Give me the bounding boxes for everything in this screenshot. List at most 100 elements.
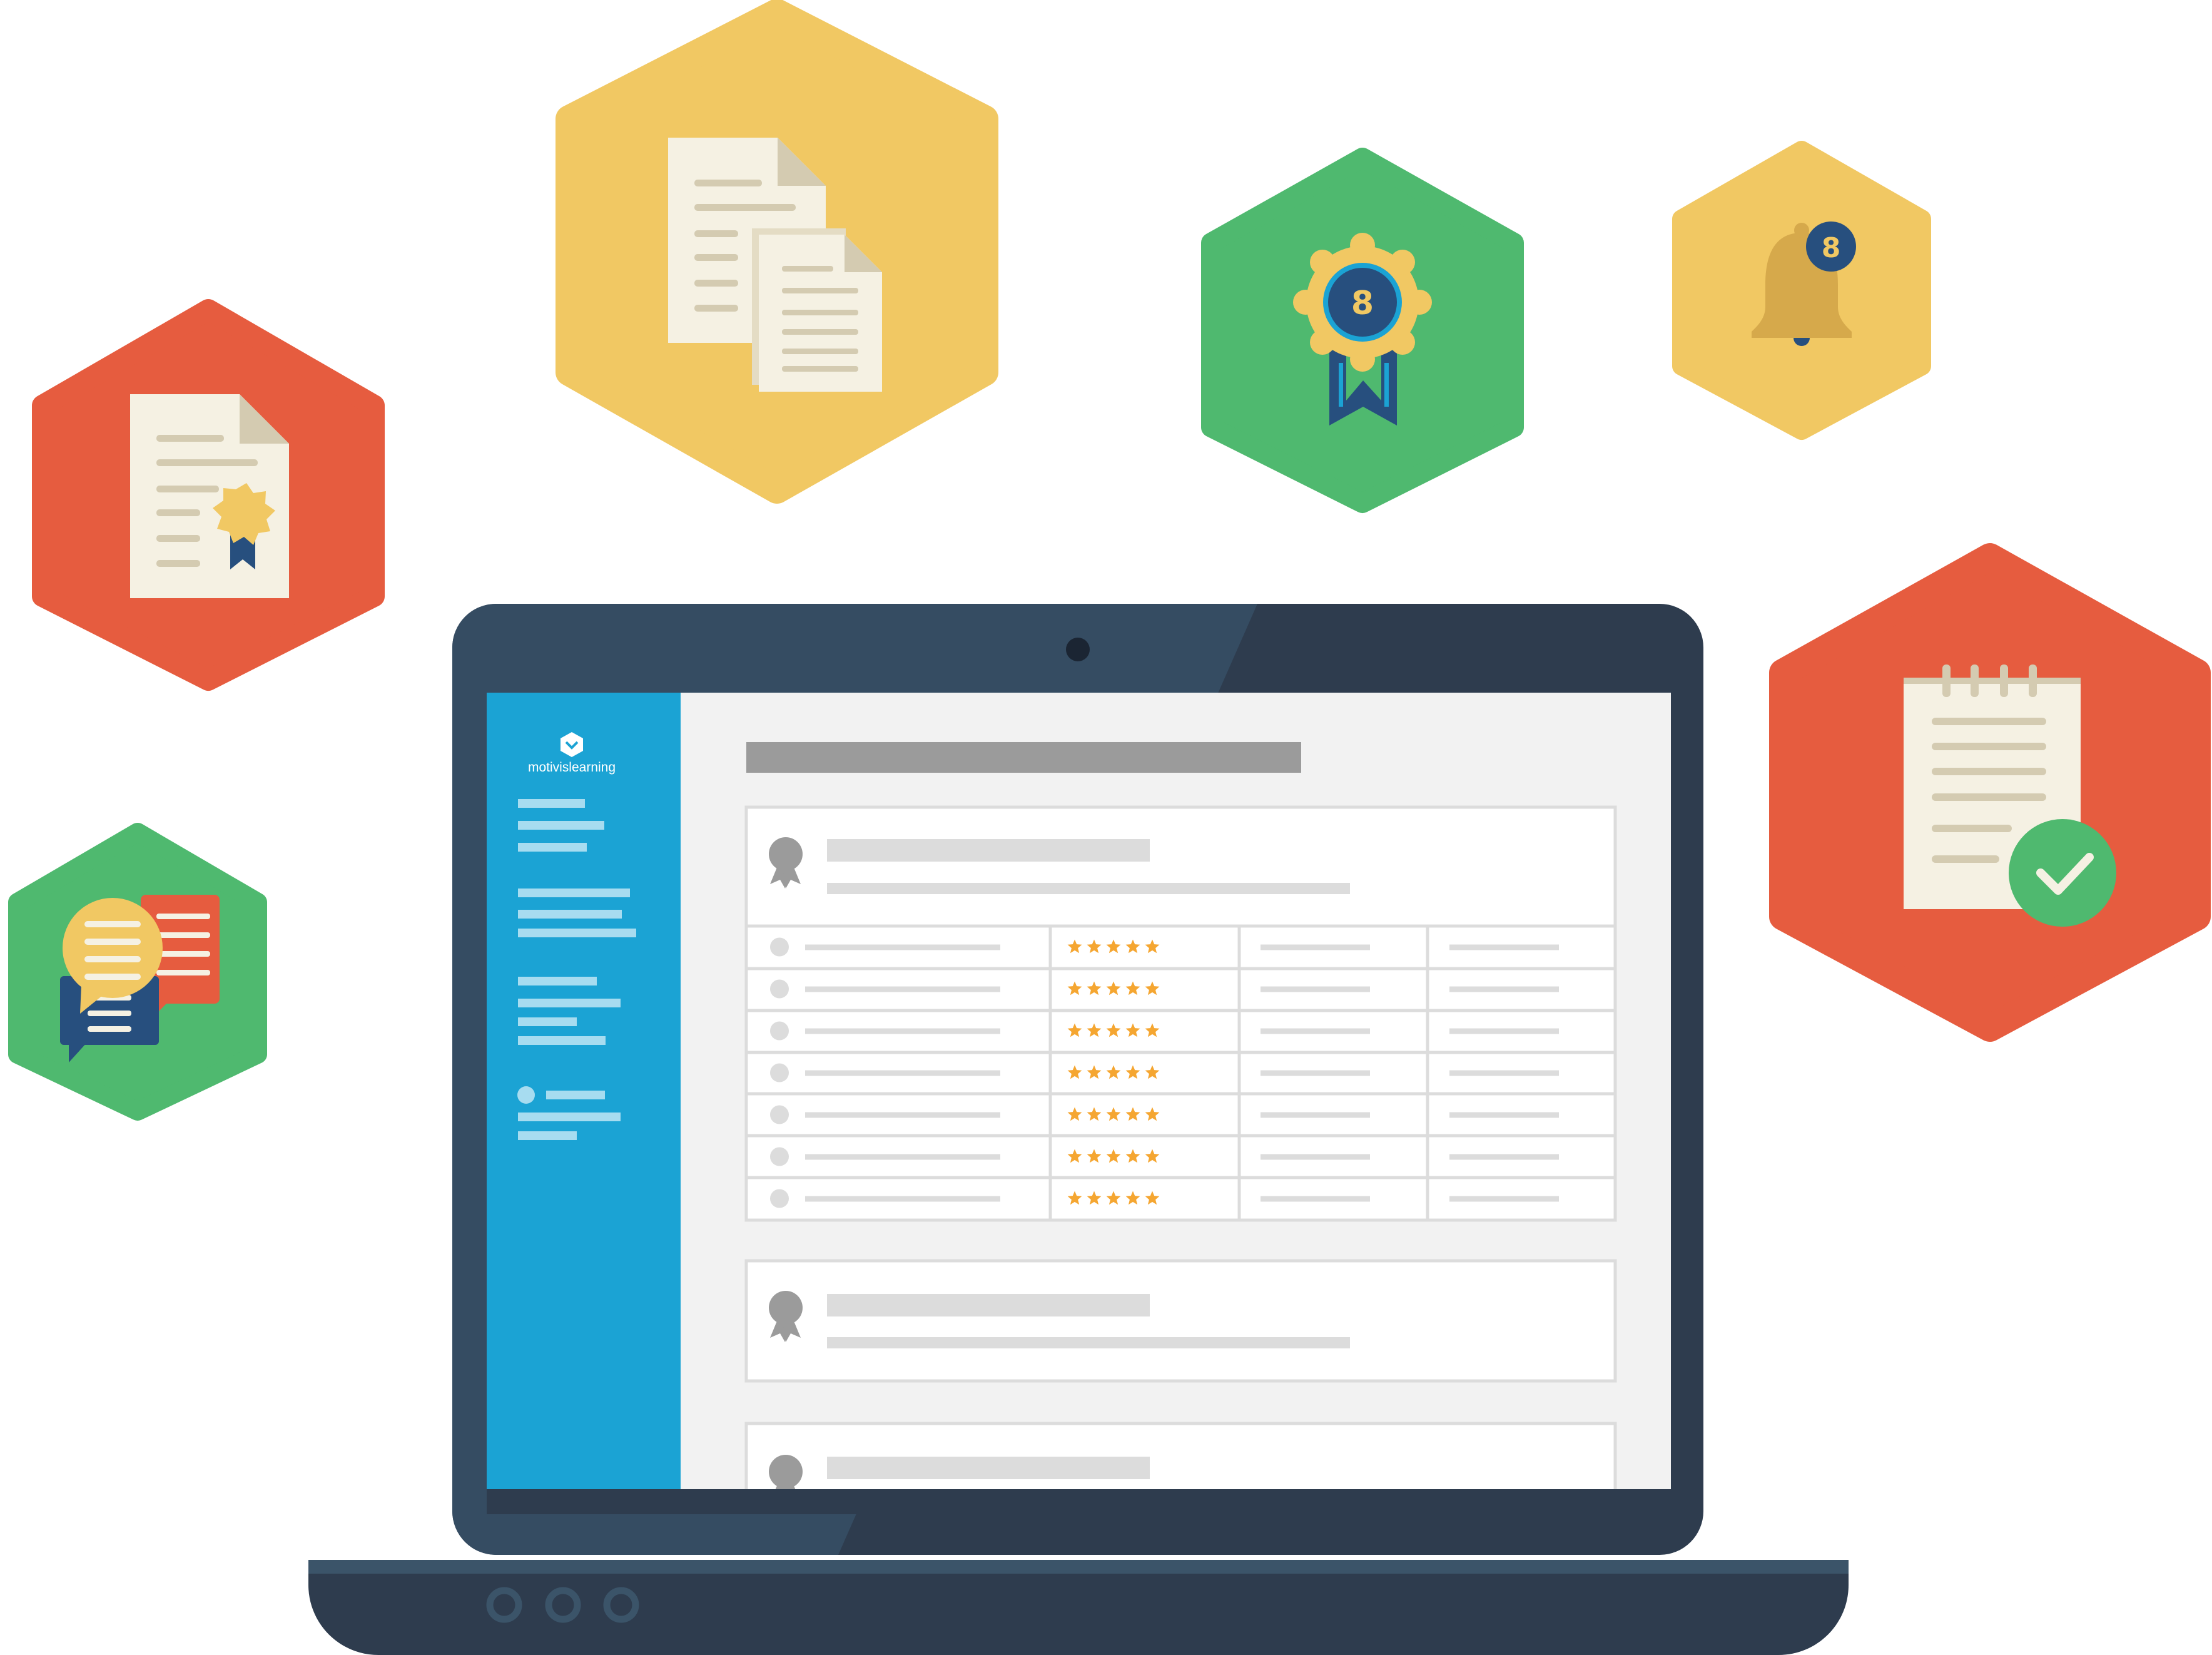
row-date-placeholder [1449,1196,1559,1202]
row-select-dot[interactable] [770,937,789,957]
star-icon [1125,939,1140,954]
laptop: motivislearning [308,604,1849,1655]
star-icon [1145,939,1160,954]
card-subtitle [827,1337,1350,1348]
row-value-placeholder [1261,986,1370,992]
row-date-placeholder [1449,986,1559,992]
row-value-placeholder [1261,1196,1370,1202]
star-rating [1067,1191,1160,1205]
port-indicators [486,1587,639,1623]
rosette-badge-icon: 8 [1293,233,1432,425]
ratings-table [744,924,1617,1222]
star-icon [1087,1107,1102,1121]
row-date-placeholder [1449,944,1559,950]
sidebar-nav-group-2[interactable] [518,889,636,937]
award-card-2[interactable] [744,1259,1617,1383]
notification-count[interactable]: 8 [1822,232,1841,264]
diploma-certificate-icon [130,394,289,598]
table-row[interactable] [770,1189,1559,1208]
row-value-placeholder [1261,944,1370,950]
documents-hex-tile [556,0,998,504]
star-icon [1087,1191,1102,1205]
star-icon [1106,1191,1121,1205]
sidebar-nav-group-4[interactable] [517,1086,621,1140]
webcam [1066,638,1090,661]
star-icon [1145,1107,1160,1121]
star-icon [1145,1065,1160,1079]
star-rating [1067,1065,1160,1079]
table-row[interactable] [770,1063,1559,1082]
table-row[interactable] [770,1147,1559,1166]
row-name-placeholder [805,1154,1000,1160]
star-icon [1125,1065,1140,1079]
star-icon [1125,1149,1140,1163]
row-select-dot[interactable] [770,1105,789,1124]
laptop-screen: motivislearning [487,693,1671,1514]
award-hex-tile: 8 [1201,148,1524,513]
star-icon [1067,981,1082,996]
row-select-dot[interactable] [770,1189,789,1208]
documents-icon [668,138,882,392]
row-date-placeholder [1449,1070,1559,1076]
star-icon [1067,1149,1082,1163]
award-card-1[interactable] [744,805,1617,928]
sidebar-nav-group-1[interactable] [518,799,604,852]
row-date-placeholder [1449,1112,1559,1118]
row-select-dot[interactable] [770,1063,789,1082]
row-select-dot[interactable] [770,1021,789,1041]
row-select-dot[interactable] [770,979,789,999]
star-icon [1087,981,1102,996]
star-icon [1145,981,1160,996]
laptop-base [308,1560,1849,1655]
table-row[interactable] [770,979,1559,999]
star-icon [1106,981,1121,996]
star-icon [1087,1023,1102,1037]
award-ribbon-icon [769,837,803,889]
page-title [746,742,1301,773]
table-row[interactable] [770,1105,1559,1124]
star-icon [1087,939,1102,954]
award-number: 8 [1351,285,1374,322]
brand-name: motivislearning [528,760,616,775]
card-title [827,839,1150,862]
brand-logo[interactable]: motivislearning [528,732,616,775]
chat-hex-tile [8,823,267,1121]
table-rows [770,937,1559,1208]
assignment-hex-tile [1769,543,2211,1042]
card-title [827,1294,1150,1316]
award-ribbon-icon [769,1291,803,1342]
star-icon [1145,1023,1160,1037]
star-icon [1145,1191,1160,1205]
star-icon [1067,1191,1082,1205]
star-icon [1106,1065,1121,1079]
card-subtitle [827,883,1350,894]
star-icon [1106,1023,1121,1037]
row-select-dot[interactable] [770,1147,789,1166]
row-name-placeholder [805,1196,1000,1202]
diploma-hex-tile [32,299,385,691]
sidebar-nav-group-3[interactable] [518,977,621,1045]
card-title [827,1457,1150,1479]
notification-hex-tile: 8 [1672,141,1931,440]
star-icon [1087,1149,1102,1163]
star-icon [1125,1023,1140,1037]
table-row[interactable] [770,1021,1559,1041]
star-rating [1067,1023,1160,1037]
row-value-placeholder [1261,1112,1370,1118]
table-row[interactable] [770,937,1559,957]
star-rating [1067,1149,1160,1163]
row-value-placeholder [1261,1154,1370,1160]
row-name-placeholder [805,944,1000,950]
logo-mark-icon [561,732,583,757]
row-name-placeholder [805,1028,1000,1034]
chat-bubbles-icon [60,895,220,1062]
row-date-placeholder [1449,1154,1559,1160]
star-icon [1087,1065,1102,1079]
star-icon [1106,1149,1121,1163]
star-icon [1067,939,1082,954]
notification-bell-icon: 8 [1752,222,1856,346]
row-value-placeholder [1261,1028,1370,1034]
star-icon [1106,1107,1121,1121]
row-name-placeholder [805,1112,1000,1118]
